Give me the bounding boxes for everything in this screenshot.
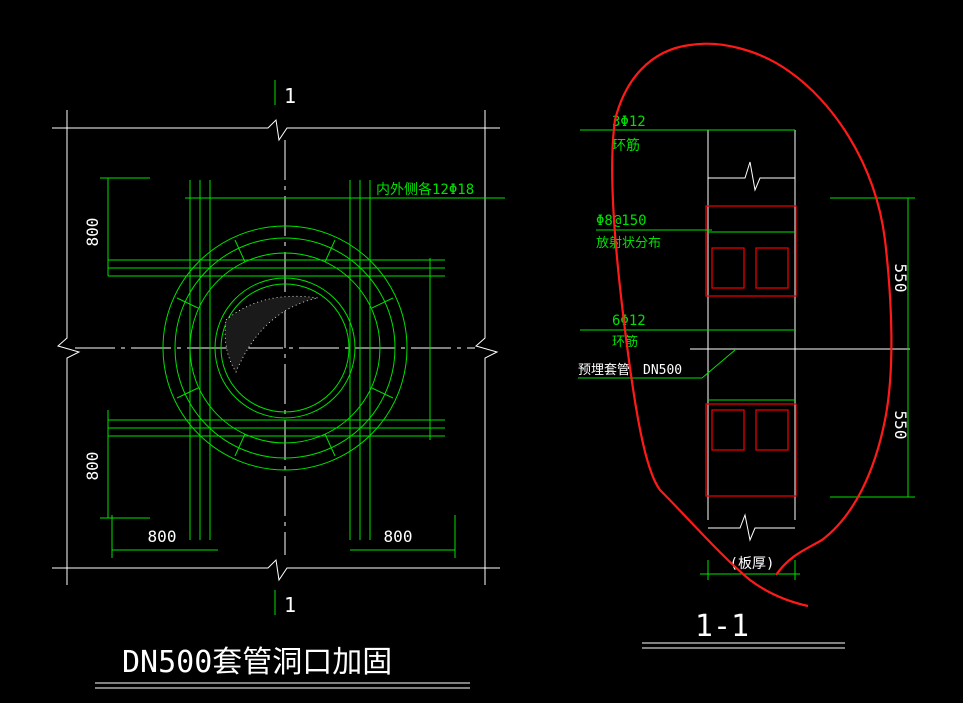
dim-bottom-left: 800 [111,515,218,558]
plan-title-label: DN500套管洞口加固 [122,645,392,680]
note-sleeve-label: 预埋套管 [578,362,630,378]
section-cut-mark-bottom: 1 [274,590,296,617]
note-radial-label: 放射状分布 [596,235,661,251]
slab-thickness-label: (板厚) [730,556,775,572]
note-ring-top: 3Φ12 环筋 [580,114,795,154]
sleeve-section-hatch [224,295,319,373]
dim-bottom-left-label: 800 [148,527,177,546]
note-ring-top-count: 3Φ12 [612,114,646,130]
slab-outline [52,110,500,585]
section-title-label: 1-1 [695,609,749,644]
section-slab [707,130,796,542]
note-sleeve-spec: DN500 [643,363,682,378]
section-title: 1-1 [642,609,845,649]
section-rebar-cage [705,205,797,497]
dim-slab-thickness: (板厚) [700,556,800,580]
reinforcement-bars [108,180,505,540]
dim-bottom-right: 800 [350,515,456,558]
dim-left-top-label: 800 [83,218,102,247]
dim-section-lower: 550 [830,349,915,498]
section-mark-top-label: 1 [284,84,296,108]
ring-reinforcement [162,225,408,471]
dim-section-upper: 550 [830,197,915,349]
dim-section-lower-label: 550 [891,411,910,440]
section-cut-mark-top: 1 [274,80,296,108]
note-ring-top-label: 环筋 [612,137,640,154]
dim-left-bottom: 800 [83,410,150,519]
note-ring-bottom-count: 6Φ12 [612,313,646,329]
dim-section-upper-label: 550 [891,264,910,293]
section-mark-bottom-label: 1 [284,593,296,617]
note-ring-bottom-label: 环筋 [612,334,638,350]
plan-view: 1 1 [52,80,505,689]
section-view: 3Φ12 环筋 Φ8@150 放射状分布 6Φ12 环筋 预埋套管 DN500 … [578,114,915,649]
note-radial-spec: Φ8@150 [596,213,647,229]
plan-title: DN500套管洞口加固 [95,645,470,689]
section-sleeve [708,231,795,401]
dim-left-bottom-label: 800 [83,452,102,481]
dim-bottom-right-label: 800 [384,527,413,546]
center-lines [75,140,475,555]
dim-left-top: 800 [83,177,150,276]
note-sleeve: 预埋套管 DN500 [578,349,736,379]
markup-freehand-circle [611,42,893,608]
note-ring-bottom: 6Φ12 环筋 [580,313,712,350]
rebar-note: 内外侧各12Φ18 [376,182,474,198]
rebar-note-label: 内外侧各12Φ18 [376,182,474,198]
